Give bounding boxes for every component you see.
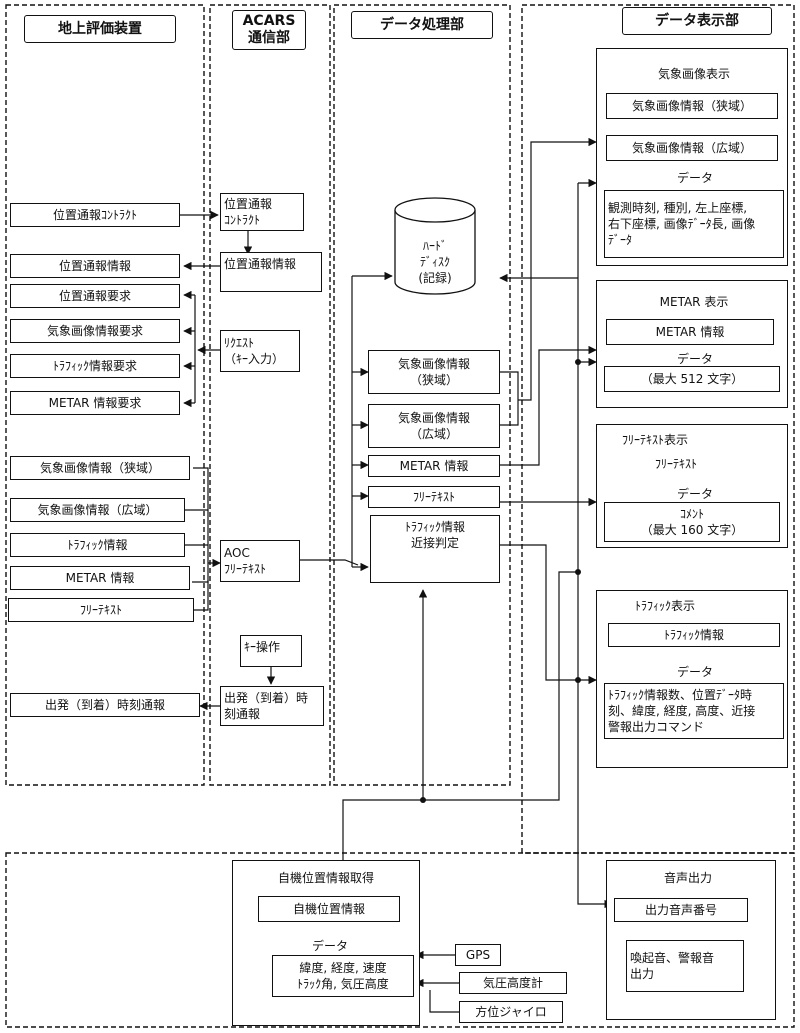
metar-display-info: METAR 情報 xyxy=(606,319,774,345)
display-header: データ表示部 xyxy=(622,7,772,35)
proc-traffic-proximity: ﾄﾗﾌｨｯｸ情報 近接判定 xyxy=(370,515,500,583)
acars-aoc-freetext: AOC ﾌﾘｰﾃｷｽﾄ xyxy=(220,540,300,582)
audio-output-number: 出力音声番号 xyxy=(614,898,748,922)
ground-weather-narrow: 気象画像情報（狭域） xyxy=(10,456,190,480)
acars-departure-report: 出発（到着）時 刻通報 xyxy=(220,686,324,726)
traffic-data-label: データ xyxy=(676,665,713,679)
processing-section-border xyxy=(333,4,511,786)
section-borders xyxy=(5,4,795,1028)
ownship-position-info: 自機位置情報 xyxy=(258,896,400,922)
acars-header: ACARS 通信部 xyxy=(232,10,306,50)
ground-header: 地上評価装置 xyxy=(24,15,176,43)
audio-output-title: 音声出力 xyxy=(663,871,712,885)
proc-weather-wide: 気象画像情報 （広域） xyxy=(368,404,500,448)
ground-departure-report: 出発（到着）時刻通報 xyxy=(10,693,200,717)
ownship-position-title: 自機位置情報取得 xyxy=(277,871,374,885)
metar-data-max: （最大 512 文字） xyxy=(604,366,780,392)
ownship-data-fields: 緯度, 経度, 速度 ﾄﾗｯｸ角, 気圧高度 xyxy=(272,955,414,997)
ground-metar-request: METAR 情報要求 xyxy=(10,391,180,415)
freetext-display-subtitle: ﾌﾘｰﾃｷｽﾄ xyxy=(654,457,697,471)
traffic-data-fields: ﾄﾗﾌｨｯｸ情報数、位置ﾃﾞｰﾀ時 刻、緯度, 経度, 高度、近接 警報出力コマ… xyxy=(604,683,784,739)
ground-section-border xyxy=(5,4,205,786)
ground-traffic-info: ﾄﾗﾌｨｯｸ情報 xyxy=(10,533,185,557)
heading-gyro: 方位ジャイロ xyxy=(459,1001,563,1023)
ground-traffic-request: ﾄﾗﾌｨｯｸ情報要求 xyxy=(10,354,180,378)
ground-position-request: 位置通報要求 xyxy=(10,284,180,308)
ground-position-info: 位置通報情報 xyxy=(10,254,180,278)
ownship-section-border xyxy=(5,852,795,1028)
audio-alert-sound: 喚起音、警報音 出力 xyxy=(626,940,744,992)
acars-request-key-input: ﾘｸｴｽﾄ （ｷｰ入力） xyxy=(220,330,300,372)
junction-dots xyxy=(420,359,581,803)
gps-sensor: GPS xyxy=(455,944,501,966)
processing-header: データ処理部 xyxy=(351,11,493,39)
weather-data-fields: 観測時刻, 種別, 左上座標, 右下座標, 画像ﾃﾞｰﾀ長, 画像 ﾃﾞｰﾀ xyxy=(604,190,784,258)
acars-key-operation: ｷｰ操作 xyxy=(240,635,302,667)
freetext-data-label: データ xyxy=(676,487,713,501)
acars-section-border xyxy=(209,4,331,786)
freetext-comment: ｺﾒﾝﾄ （最大 160 文字） xyxy=(604,502,780,542)
acars-position-info: 位置通報情報 xyxy=(220,252,322,292)
metar-display-title: METAR 表示 xyxy=(659,295,729,309)
ground-metar-info: METAR 情報 xyxy=(10,566,190,590)
weather-display-narrow: 気象画像情報（狭域） xyxy=(606,93,778,119)
traffic-display-title: ﾄﾗﾌｨｯｸ表示 xyxy=(634,599,695,613)
weather-data-label: データ xyxy=(676,171,713,185)
hard-disk-label: ﾊｰﾄﾞ ﾃﾞｨｽｸ (記録) xyxy=(418,239,452,285)
proc-freetext: ﾌﾘｰﾃｷｽﾄ xyxy=(368,486,500,508)
ground-position-contract: 位置通報ｺﾝﾄﾗｸﾄ xyxy=(10,203,180,227)
proc-metar-info: METAR 情報 xyxy=(368,455,500,477)
proc-weather-narrow: 気象画像情報 （狭域） xyxy=(368,350,500,394)
ownship-position-panel xyxy=(232,860,420,1026)
weather-display-wide: 気象画像情報（広域） xyxy=(606,135,778,161)
freetext-display-title: ﾌﾘｰﾃｷｽﾄ表示 xyxy=(621,433,688,447)
weather-display-title: 気象画像表示 xyxy=(657,67,730,81)
ground-freetext: ﾌﾘｰﾃｷｽﾄ xyxy=(8,598,194,622)
ownship-data-label: データ xyxy=(311,939,348,953)
ground-weather-request: 気象画像情報要求 xyxy=(10,319,180,343)
ground-weather-wide: 気象画像情報（広域） xyxy=(10,498,185,522)
barometric-altimeter: 気圧高度計 xyxy=(459,972,567,994)
metar-data-label: データ xyxy=(676,352,713,366)
acars-position-contract: 位置通報 ｺﾝﾄﾗｸﾄ xyxy=(220,193,304,231)
traffic-display-info: ﾄﾗﾌｨｯｸ情報 xyxy=(608,623,780,647)
hard-disk-cylinder xyxy=(394,197,476,295)
